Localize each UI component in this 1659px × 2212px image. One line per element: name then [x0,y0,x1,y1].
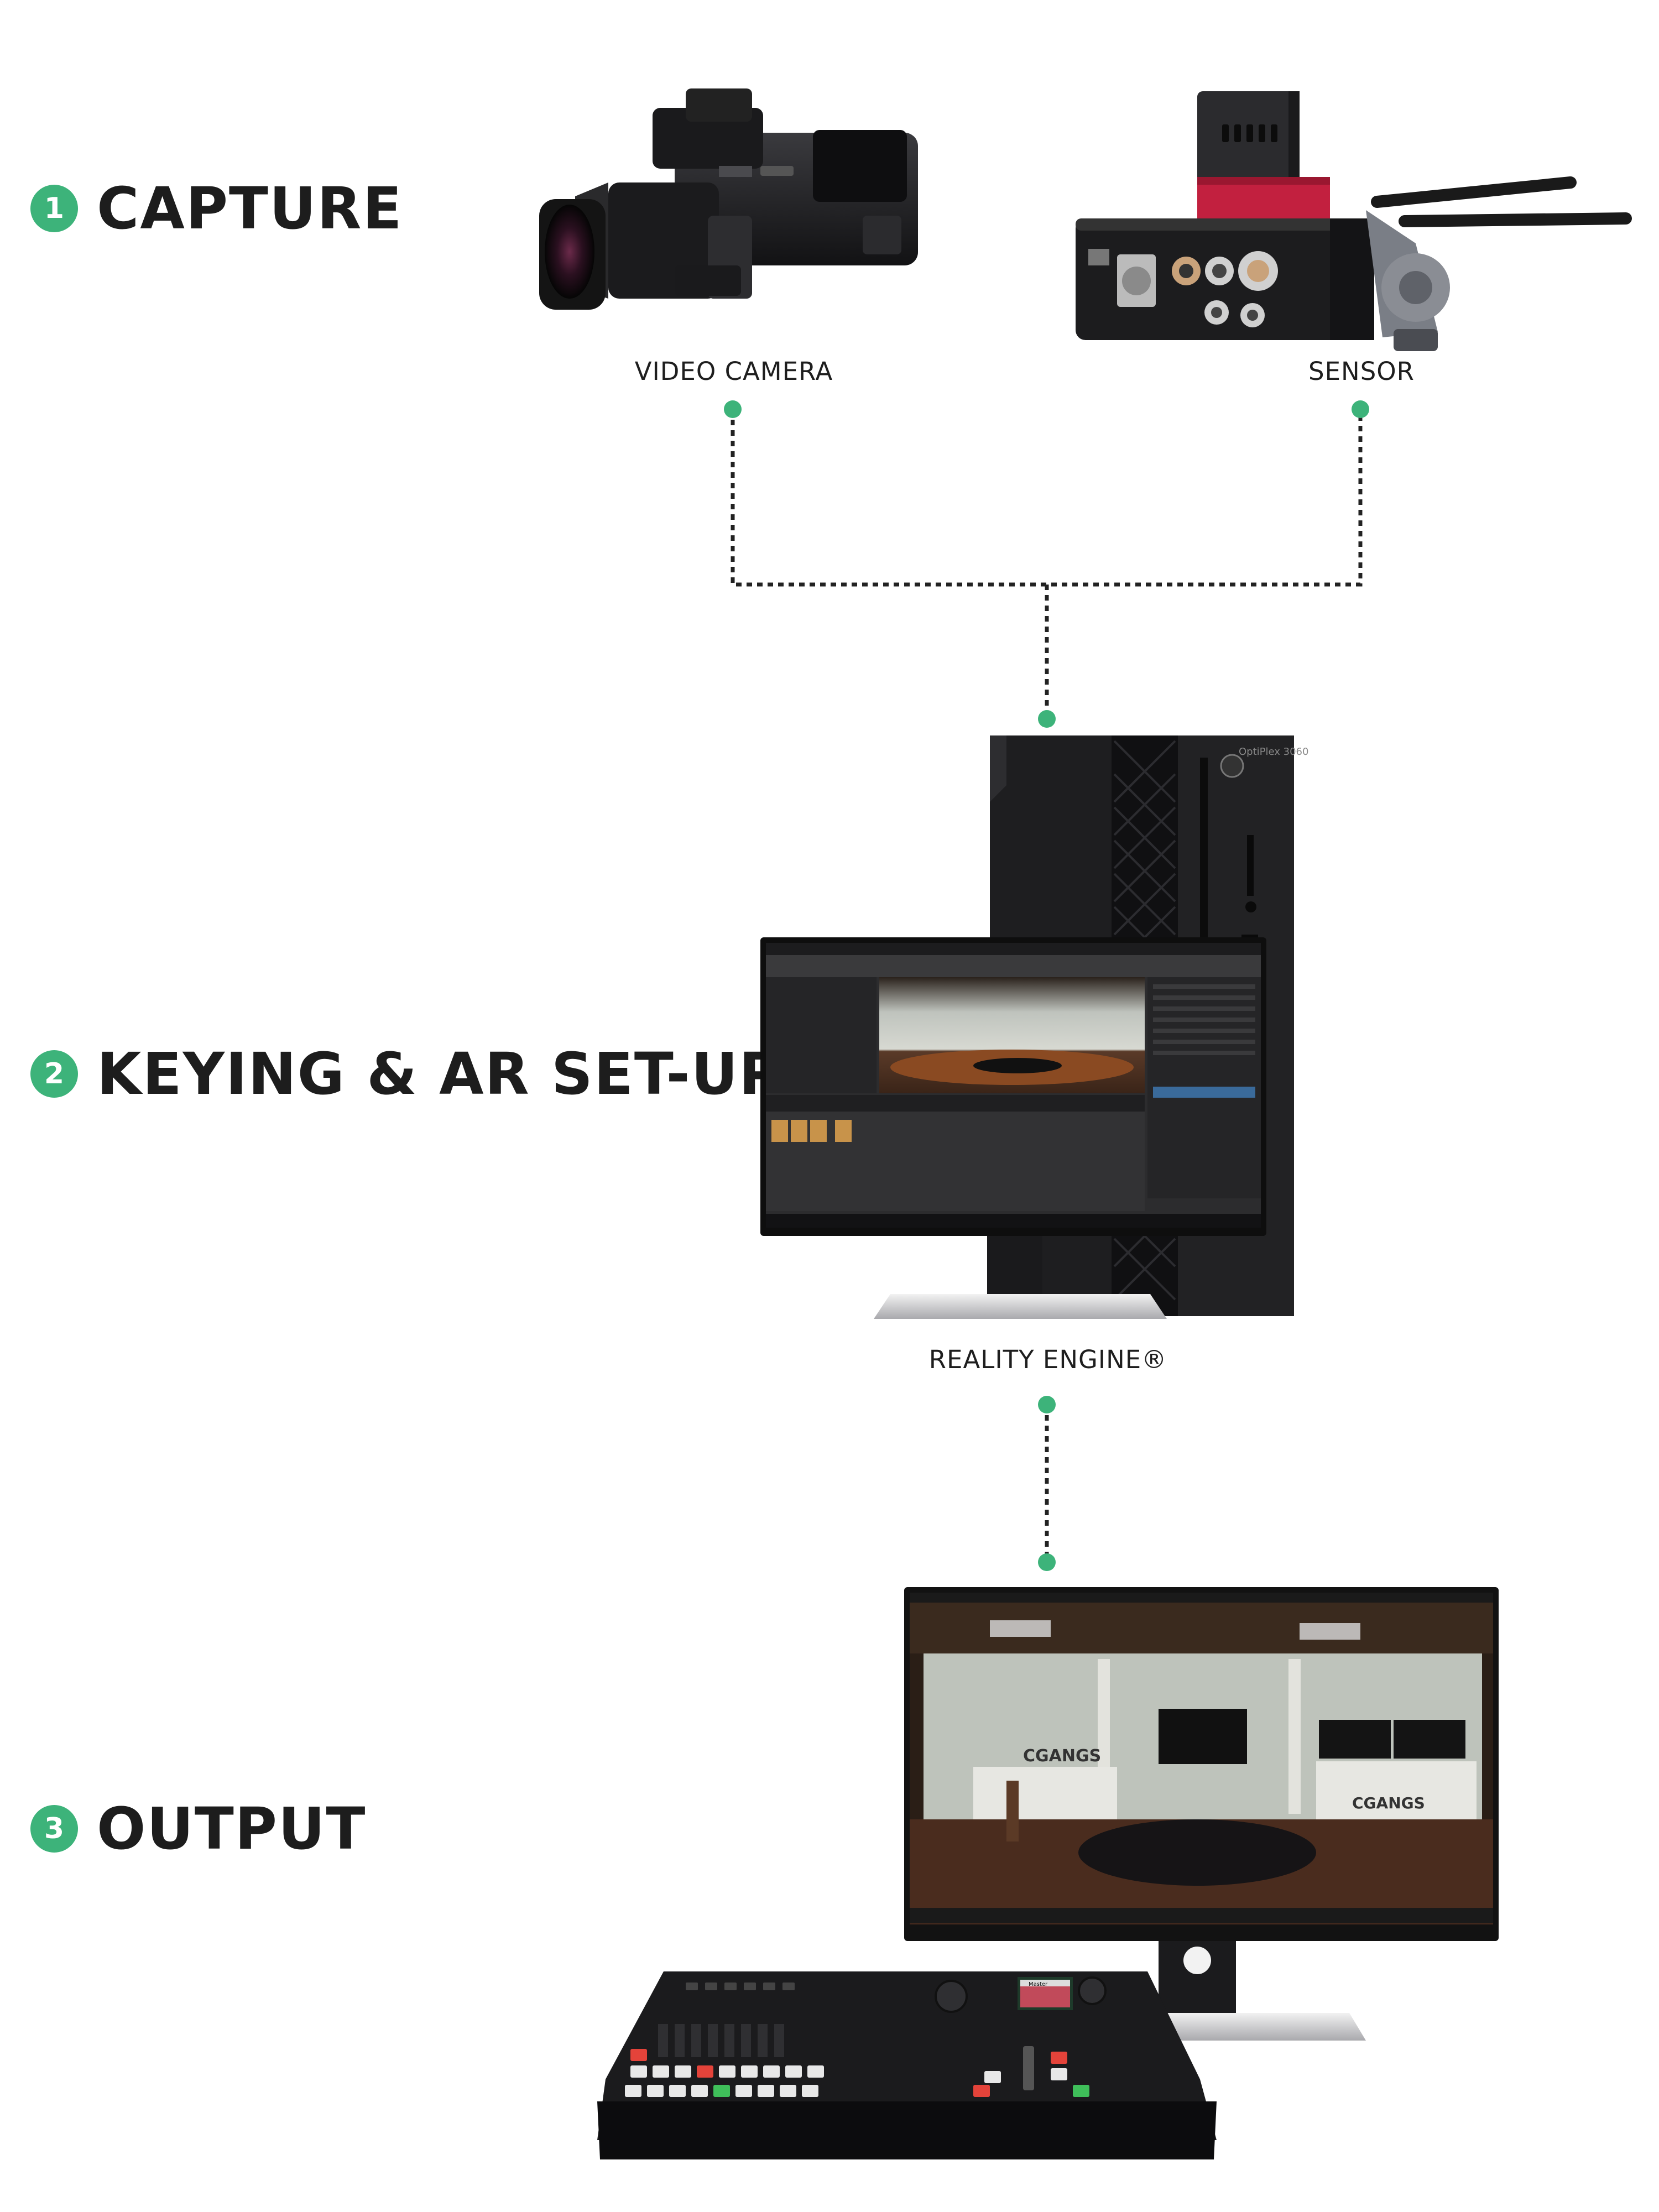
set-brand-right: CGANGS [1352,1794,1425,1812]
stage-keying: 2 KEYING & AR SET-UP [30,1045,782,1103]
label-reality-engine: REALITY ENGINE® [928,1345,1167,1374]
switcher-illustration [597,1971,1217,2159]
connector-dot [1038,1553,1056,1571]
connector-dot [1038,1396,1056,1413]
stage-output: 3 OUTPUT [30,1800,366,1858]
label-video-camera: VIDEO CAMERA [634,357,833,386]
connector-dots [724,400,1369,1571]
label-sensor: SENSOR [1308,357,1415,386]
connector-dot [1038,710,1056,728]
connector-dot [724,400,742,418]
set-brand-left: CGANGS [1023,1746,1101,1766]
stage-number-badge: 2 [30,1050,78,1098]
connector-dot [1352,400,1369,418]
stage-number-badge: 3 [30,1805,78,1853]
connector-lines [731,409,1363,1562]
stage-title-keying: KEYING & AR SET-UP [97,1040,782,1108]
output-monitor-illustration [904,1587,1499,2041]
video-camera-illustration [539,88,918,310]
stage-capture: 1 CAPTURE [30,180,403,237]
sensor-illustration [1076,91,1632,351]
stage-title-output: OUTPUT [97,1795,367,1863]
switcher-master-label: Master [1029,1981,1048,1987]
editor-monitor-illustration [760,937,1266,1319]
stage-number-badge: 1 [30,185,78,232]
pc-model-label: OptiPlex 3060 [1239,746,1308,758]
stage-title-capture: CAPTURE [97,175,403,242]
